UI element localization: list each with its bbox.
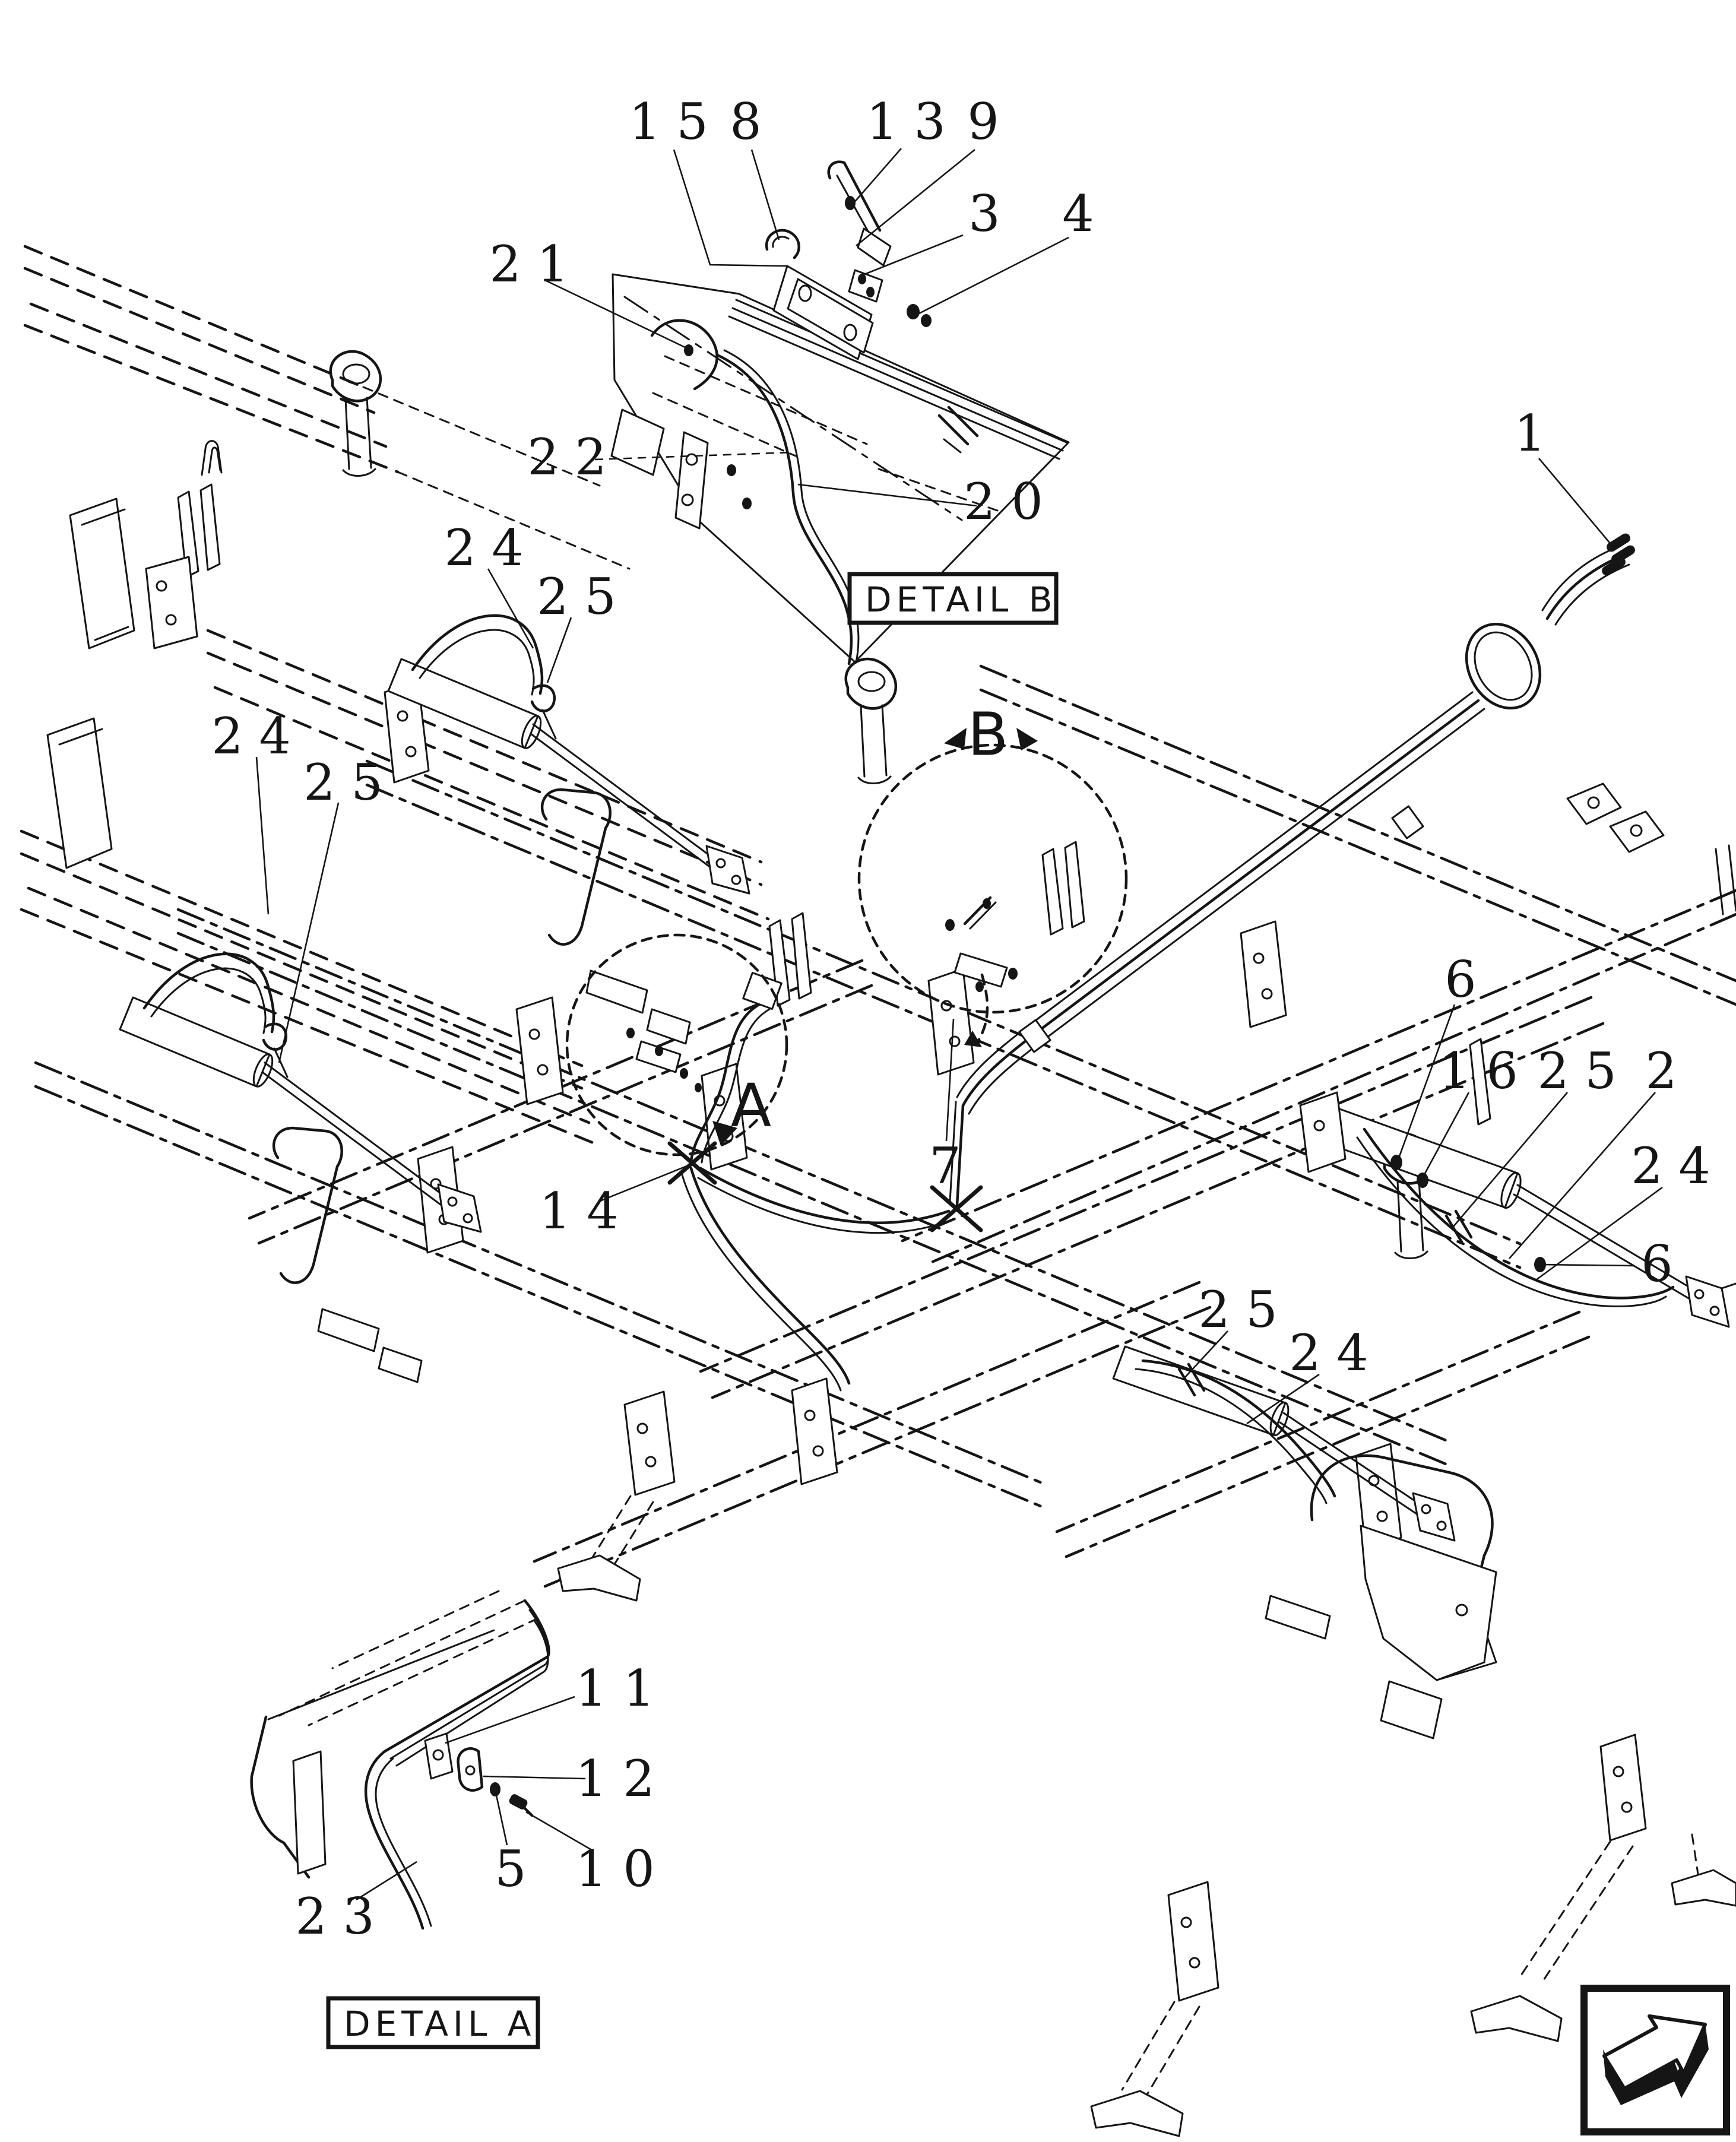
gusset-plate — [384, 679, 1402, 1551]
callout-leader — [918, 236, 1069, 315]
detail-box — [326, 1996, 540, 2049]
callout-4: 4 — [1062, 185, 1094, 243]
callout-leader — [750, 149, 780, 240]
callout-12: 1 2 — [575, 1750, 655, 1808]
detail-b-drawing — [610, 160, 1070, 666]
callout-leader — [356, 1861, 417, 1901]
view-marker-a: A — [731, 1071, 771, 1140]
callout-3: 3 — [968, 185, 1000, 243]
callout-leader — [673, 149, 788, 267]
callout-leader — [1421, 1092, 1470, 1178]
callout-25: 2 5 — [303, 753, 383, 812]
callout-24: 2 4 — [1289, 1324, 1368, 1382]
callout-leader — [864, 234, 964, 275]
callout-5: 5 — [495, 1840, 526, 1898]
arrow-3d-icon — [1602, 2014, 1707, 2090]
callout-16: 1 6 — [1439, 1042, 1518, 1100]
view-b-arrow-icon — [1016, 728, 1038, 750]
callout-6: 6 — [1641, 1235, 1672, 1293]
callout-15: 1 5 — [629, 93, 708, 151]
view-marker-b: B — [968, 700, 1009, 769]
callout-14: 1 4 — [539, 1182, 619, 1240]
callout-leader — [1183, 1330, 1228, 1379]
brand-logo — [1580, 1985, 1730, 2135]
callout-leader — [1396, 1004, 1456, 1162]
hydraulic-hoses — [626, 533, 1635, 1392]
support-leg — [557, 1390, 676, 1602]
callout-leader — [445, 1696, 575, 1744]
callout-24: 2 4 — [444, 519, 524, 577]
callout-leader — [1246, 1373, 1320, 1425]
callout-23: 2 3 — [295, 1887, 375, 1945]
callout-1: 1 — [1514, 404, 1545, 462]
cylinder-assembly — [387, 614, 750, 1045]
callout-8: 8 — [730, 93, 761, 151]
callout-leader — [1509, 1092, 1656, 1259]
detail-a-drawing — [250, 1590, 550, 1930]
callout-24: 2 4 — [1631, 1137, 1710, 1195]
detail-box-label: DETAIL A — [344, 2004, 536, 2044]
callout-leader — [945, 1018, 955, 1142]
callout-leader — [856, 148, 975, 247]
callout-21: 2 1 — [489, 235, 569, 293]
detail-label-boxes: DETAIL B DETAIL A — [326, 572, 1059, 2049]
view-marker-letters: BA — [731, 700, 1009, 1140]
view-a-arc-arrow-icon — [964, 1031, 982, 1047]
view-b-arrow-icon — [944, 728, 967, 749]
cylinder-assembly — [1299, 1091, 1736, 1328]
support-leg — [1090, 1881, 1219, 2137]
callout-24: 2 4 — [211, 707, 291, 765]
callout-2: 2 — [1645, 1042, 1677, 1100]
callout-leader — [852, 148, 902, 205]
callout-9: 9 — [967, 93, 999, 151]
callout-leader — [546, 617, 572, 683]
callout-leader — [255, 756, 270, 915]
hydraulic-cylinders — [120, 614, 1736, 1640]
exploded-clamp-parts-b — [945, 896, 1018, 992]
hinge-eye-post — [329, 350, 382, 477]
callout-leader — [1539, 1263, 1634, 1267]
detail-box — [847, 572, 1059, 625]
callout-leader — [1538, 458, 1613, 547]
callout-leader — [483, 1775, 586, 1780]
callout-25: 2 5 — [537, 568, 616, 626]
exploded-clamp-parts-a — [626, 1028, 702, 1092]
callout-leader — [594, 451, 791, 461]
callout-leader — [797, 483, 977, 507]
frame-structure — [20, 245, 1736, 2137]
view-reference-circles — [565, 728, 1128, 1156]
callout-7: 7 — [929, 1137, 961, 1195]
callout-leader — [278, 802, 340, 1063]
callout-leader — [495, 1795, 508, 1846]
callout-22: 2 2 — [527, 428, 607, 486]
callout-11: 1 1 — [575, 1659, 655, 1718]
callout-leader — [487, 568, 534, 649]
cylinder-assembly — [1112, 1345, 1456, 1640]
callout-leader — [598, 1164, 690, 1203]
callout-leader — [544, 279, 689, 350]
callout-25: 2 5 — [1198, 1281, 1278, 1339]
screw — [509, 1794, 534, 1817]
detail-box-label: DETAIL B — [865, 579, 1057, 620]
callout-leader — [1453, 1092, 1568, 1227]
callout-leader — [525, 1811, 594, 1852]
callout-10: 1 0 — [575, 1840, 655, 1898]
callout-6: 6 — [1444, 950, 1476, 1009]
callout-25: 2 5 — [1537, 1042, 1617, 1100]
view-a-arrow-icon — [712, 1121, 737, 1146]
hinge-eye-post — [844, 657, 897, 785]
callout-20: 2 0 — [964, 473, 1043, 531]
callout-13: 1 3 — [866, 93, 946, 151]
support-leg — [1470, 1734, 1736, 2042]
